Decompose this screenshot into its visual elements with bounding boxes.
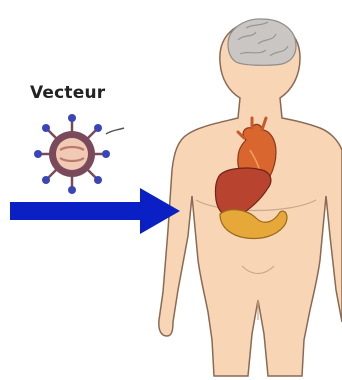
delivery-arrow-icon [10,188,180,234]
vector-label: Vecteur [30,83,105,103]
brain-icon [228,19,296,65]
vector-virus-icon [34,114,124,194]
